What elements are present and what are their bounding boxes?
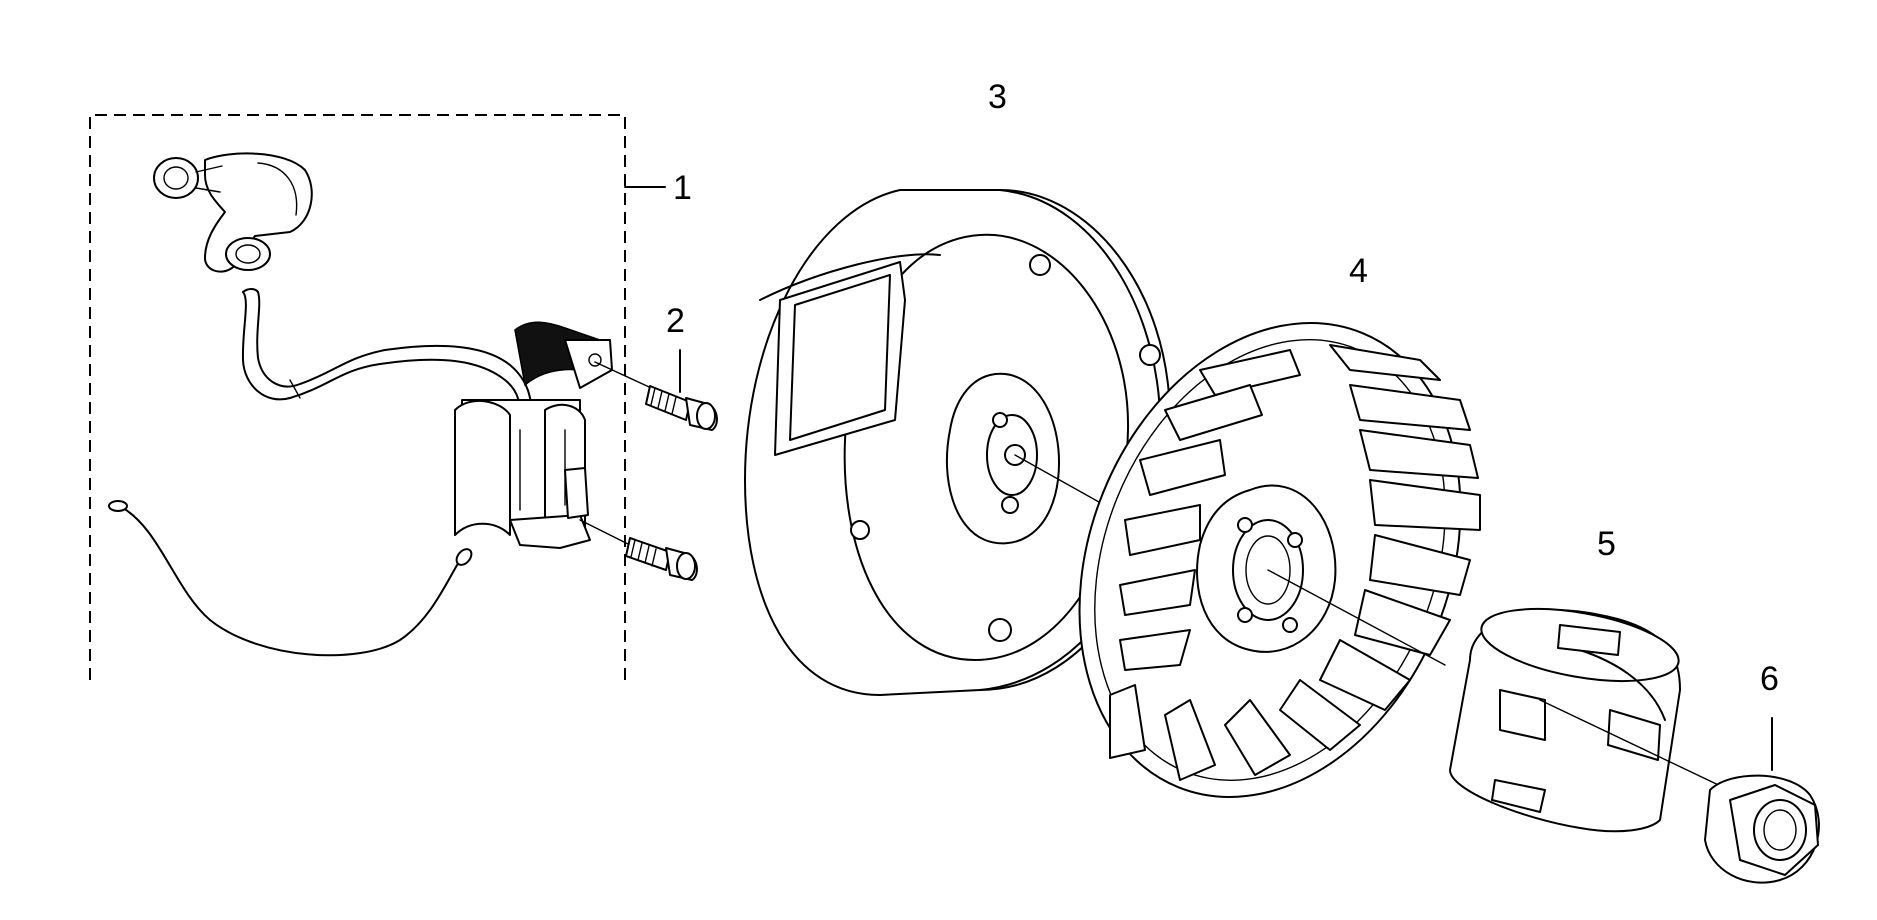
callout-5: 5 [1597,525,1616,563]
fan-blades [1109,344,1481,781]
flange-nut [1704,717,1820,884]
callout-4: 4 [1349,252,1368,290]
spark-plug-cap [153,152,313,273]
ground-wire [122,507,461,657]
ignition-coil [454,321,613,549]
starter-cup [1449,608,1751,833]
callout-6: 6 [1760,660,1779,698]
cup-window [1557,624,1621,656]
assembly-dashed-frame [89,114,626,680]
callout-2: 2 [666,302,685,340]
screw-upper [645,385,718,431]
flywheel-rotor [744,189,1171,696]
callout-1: 1 [673,169,692,207]
ignition-coil-assembly [89,114,666,680]
high-tension-lead [241,291,521,421]
cooling-fan [1078,322,1481,798]
coil-mounting-screws [579,349,718,581]
callout-3: 3 [988,78,1007,116]
screw-lower [625,537,698,581]
